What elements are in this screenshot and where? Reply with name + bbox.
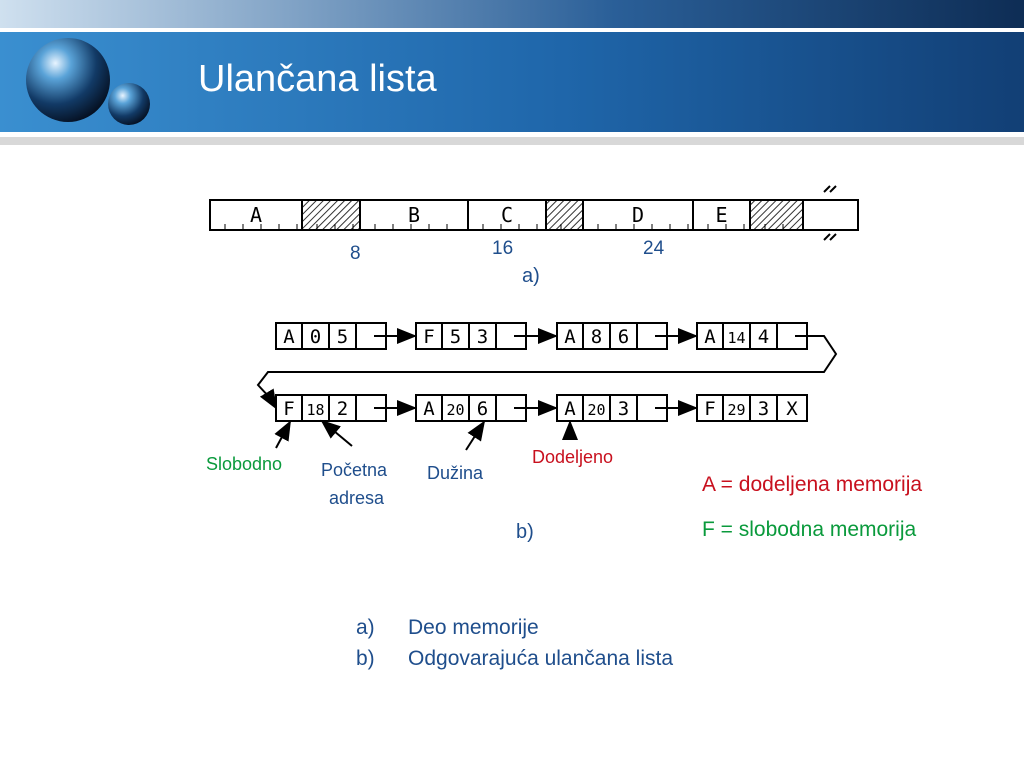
memory-segment [209, 199, 303, 231]
memory-free-segment [749, 199, 804, 231]
list-node-value: A [423, 398, 435, 420]
list-node-value: A [283, 326, 295, 348]
list-node: A 20 6 [415, 394, 527, 422]
memory-free-segment [545, 199, 584, 231]
memory-segment [802, 199, 859, 231]
list-node-cell [609, 394, 638, 422]
list-node-cell [636, 322, 668, 350]
pointer-arrow-duzina [465, 420, 486, 451]
list-node-cell [582, 394, 611, 422]
slide-title: Ulančana lista [198, 58, 437, 100]
footer-item-a: a) Deo memorije [356, 616, 539, 640]
memory-marker-16: 16 [492, 238, 514, 259]
list-node-value: 3 [758, 398, 769, 420]
header-band [0, 0, 1024, 145]
globe-logo-icon [26, 38, 150, 125]
list-node-cell [441, 322, 470, 350]
list-node-value: 20 [446, 401, 464, 419]
list-node-value: 5 [450, 326, 461, 348]
caption-b: b) [516, 521, 534, 543]
list-node-value: 6 [618, 326, 629, 348]
memory-break-icon [823, 185, 837, 241]
list-node: A 20 3 [556, 394, 668, 422]
list-node-cell [441, 394, 470, 422]
label-adresa: adresa [329, 488, 385, 508]
list-node-cell [468, 322, 497, 350]
list-node-value: A [704, 326, 716, 348]
list-node-value: 8 [591, 326, 602, 348]
list-node-value: 0 [310, 326, 321, 348]
list-node: F 18 2 [275, 394, 387, 422]
footer-marker: a) [356, 616, 375, 639]
memory-segment [582, 199, 694, 231]
memory-segment-label: B [408, 203, 420, 227]
memory-free-segment [301, 199, 361, 231]
list-node-value: 14 [727, 329, 745, 347]
pointer-arrow-pocetna [320, 419, 353, 447]
memory-segment [359, 199, 469, 231]
label-dodeljeno: Dodeljeno [532, 447, 614, 467]
list-node-value: 2 [337, 398, 348, 420]
list-node-cell [275, 322, 303, 350]
label-duzina: Dužina [427, 463, 484, 483]
list-node-value: 3 [618, 398, 629, 420]
list-wrap-connector [256, 335, 838, 410]
list-node-value: F [423, 326, 434, 348]
footer-text: Deo memorije [408, 616, 539, 639]
footer-item-b: b) Odgovarajuća ulančana lista [356, 647, 673, 671]
list-node-cell [301, 322, 330, 350]
pointer-arrow-slobodno [274, 420, 291, 449]
list-node-value: 6 [477, 398, 488, 420]
list-node: A 14 4 [696, 322, 808, 350]
list-node-value: F [704, 398, 715, 420]
memory-marker-8: 8 [350, 243, 361, 264]
list-node-cell [722, 322, 751, 350]
list-node-value: 5 [337, 326, 348, 348]
caption-a: a) [522, 265, 540, 287]
list-node-value: 18 [306, 401, 324, 419]
list-node-value: A [564, 326, 576, 348]
label-pocetna: Početna [321, 460, 388, 480]
list-node-cell [722, 394, 751, 422]
list-node-value: A [564, 398, 576, 420]
label-slobodno: Slobodno [206, 454, 283, 474]
list-node-value: F [283, 398, 294, 420]
memory-marker-24: 24 [643, 238, 665, 259]
legend-allocated: A = dodeljena memorija [702, 473, 923, 496]
memory-segment-label: A [250, 203, 262, 227]
list-node-cell [749, 322, 778, 350]
footer-marker: b) [356, 647, 375, 670]
list-node-value: 4 [758, 326, 769, 348]
memory-segment-label: D [632, 203, 644, 227]
list-node-value: 20 [587, 401, 605, 419]
memory-segment-label: C [501, 203, 513, 227]
list-node-cell [776, 394, 808, 422]
footer-text: Odgovarajuća ulančana lista [408, 647, 674, 670]
list-node-value: 29 [727, 401, 745, 419]
list-node-cell [776, 322, 808, 350]
memory-segment-label: E [715, 203, 727, 227]
list-node-value: X [786, 398, 798, 420]
legend-free: F = slobodna memorija [702, 518, 917, 541]
list-node-value: 3 [477, 326, 488, 348]
